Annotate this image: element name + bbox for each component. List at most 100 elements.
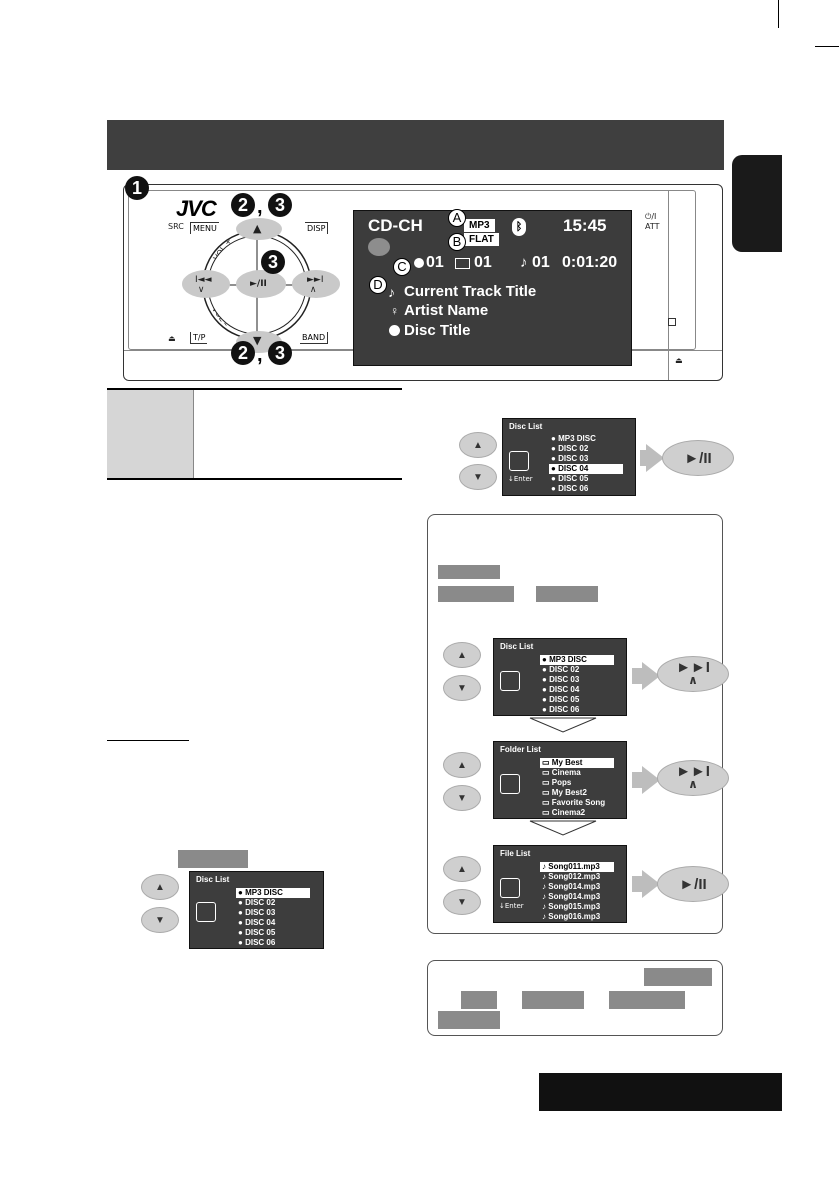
list-item[interactable]: ● DISC 02 [551, 444, 589, 453]
up-button[interactable]: ▲ [443, 752, 481, 778]
bluetooth-icon: ᛒ [512, 218, 526, 236]
list-item[interactable]: ● DISC 06 [542, 705, 580, 714]
step-three-badge-bottom: 3 [268, 341, 292, 365]
table-shaded-cell [107, 390, 193, 479]
list-item[interactable]: ♪ Song016.mp3 [542, 912, 601, 921]
up-button[interactable]: ▲ [141, 874, 179, 900]
up-button[interactable]: ▲ [459, 432, 497, 458]
artist-name: Artist Name [404, 302, 489, 319]
band-button[interactable]: BAND [300, 332, 329, 344]
down-chevron-connector [529, 717, 597, 733]
down-arrow-icon: ▼ [253, 334, 262, 347]
bottom-note-box [427, 960, 723, 1036]
up-arrow-icon: ▲ [253, 222, 262, 235]
play-pause-button[interactable]: ►/II [662, 440, 734, 476]
disc-title-icon [389, 325, 400, 336]
step-three-badge-center: 3 [261, 250, 285, 274]
folder-number: 01 [474, 254, 492, 271]
next-button[interactable] [292, 270, 340, 298]
file-list-screen: File List ↓Enter ♪ Song011.mp3 ♪ Song012… [493, 845, 627, 923]
list-item[interactable]: ● DISC 04 [542, 685, 580, 694]
list-item[interactable]: ● DISC 02 [238, 898, 276, 907]
tp-button[interactable]: T/P [190, 332, 208, 344]
up-button[interactable]: ▲ [443, 856, 481, 882]
list-item[interactable]: ● DISC 05 [238, 928, 276, 937]
list-item[interactable]: ♪ Song015.mp3 [542, 902, 601, 911]
disc-list-items: ● MP3 DISC ● DISC 02 ● DISC 03 ● DISC 04… [236, 888, 310, 948]
list-item[interactable]: ♪ Song012.mp3 [542, 872, 601, 881]
list-item-selected[interactable]: ♪ Song011.mp3 [540, 862, 614, 872]
disc-list-title: Disc List [500, 642, 534, 651]
flow-arrow-stem [632, 668, 642, 684]
list-item[interactable]: ● DISC 03 [542, 675, 580, 684]
step-two-badge-bottom: 2 [231, 341, 255, 365]
list-item[interactable]: ● DISC 06 [551, 484, 589, 493]
track-title: Current Track Title [404, 283, 537, 300]
up-button[interactable]: ▲ [443, 642, 481, 668]
next-button[interactable]: ►►I∧ [657, 760, 729, 796]
play-pause-button[interactable]: ►/II [657, 866, 729, 902]
list-item[interactable]: ● DISC 03 [551, 454, 589, 463]
joystick-icon [509, 451, 529, 471]
disc-list-items: ● MP3 DISC ● DISC 02 ● DISC 03 ● DISC 04… [540, 655, 614, 715]
flow-arrow [642, 662, 660, 690]
down-button[interactable]: ▼ [443, 785, 481, 811]
list-item[interactable]: ● DISC 02 [542, 665, 580, 674]
flow-arrow [642, 766, 660, 794]
source-label: CD-CH [368, 216, 423, 235]
down-button[interactable]: ▼ [443, 889, 481, 915]
disc-list-screen: Disc List ↓Enter ● MP3 DISC ● DISC 02 ● … [502, 418, 636, 496]
down-button[interactable]: ▼ [443, 675, 481, 701]
list-item-selected[interactable]: ● DISC 04 [549, 464, 623, 474]
down-button[interactable]: ▼ [459, 464, 497, 490]
menu-button[interactable]: MENU [190, 222, 219, 234]
list-item[interactable]: ♪ Song014.mp3 [542, 882, 601, 891]
list-item-selected[interactable]: ● MP3 DISC [540, 655, 614, 665]
list-item[interactable]: ▭ Favorite Song [542, 798, 606, 807]
section-title-bar [107, 120, 724, 170]
mp3-navigation-box [427, 514, 723, 934]
list-item[interactable]: ● DISC 05 [542, 695, 580, 704]
power-button[interactable]: ⏻/I [645, 212, 657, 221]
play-pause-button[interactable] [236, 270, 286, 298]
list-item[interactable]: ● DISC 05 [551, 474, 589, 483]
list-item[interactable]: ▭ Pops [542, 778, 572, 787]
list-item[interactable]: ● DISC 04 [238, 918, 276, 927]
eject-icon[interactable]: ⏏ [168, 334, 176, 343]
enter-label: ↓Enter [499, 902, 524, 910]
list-item[interactable]: ▭ Cinema2 [542, 808, 586, 817]
list-item[interactable]: ● DISC 03 [238, 908, 276, 917]
gray-tag-6 [461, 991, 497, 1009]
disc-list-items: ● MP3 DISC ● DISC 02 ● DISC 03 ● DISC 04… [549, 434, 623, 494]
next-button[interactable]: ►►I∧ [657, 656, 729, 692]
disc-number: 01 [426, 254, 444, 271]
reset-slot[interactable] [668, 318, 676, 326]
list-item-selected[interactable]: ● MP3 DISC [236, 888, 310, 898]
src-button[interactable]: SRC [168, 222, 184, 231]
list-item[interactable]: ● DISC 06 [238, 938, 276, 947]
flow-arrow-stem [632, 772, 642, 788]
list-item[interactable]: ♪ Song014.mp3 [542, 892, 601, 901]
disp-button[interactable]: DISP [305, 222, 329, 234]
down-button[interactable]: ▼ [141, 907, 179, 933]
faceplate-release-icon[interactable]: ⏏ [675, 356, 683, 365]
faceplate-right-divider [668, 190, 669, 380]
flow-arrow [642, 870, 660, 898]
list-item-selected[interactable]: ▭ My Best [540, 758, 614, 768]
prev-button[interactable] [182, 270, 230, 298]
table-bottom-rule [107, 478, 402, 480]
up-button[interactable] [236, 218, 282, 240]
callout-d: D [369, 276, 387, 294]
list-item[interactable]: ● MP3 DISC [551, 434, 596, 443]
disc-list-screen-2: Disc List ● MP3 DISC ● DISC 02 ● DISC 03… [493, 638, 627, 716]
list-item[interactable]: ▭ Cinema [542, 768, 581, 777]
crop-mark-top [778, 0, 779, 28]
note-icon: ♪ [520, 254, 528, 271]
underline-heading [107, 740, 189, 741]
disc-graphic [368, 238, 390, 256]
track-title-icon: ♪ [388, 284, 395, 300]
folder-icon [455, 258, 470, 269]
gray-tag-1 [438, 565, 500, 579]
step-two-badge-top: 2 [231, 193, 255, 217]
list-item[interactable]: ▭ My Best2 [542, 788, 587, 797]
